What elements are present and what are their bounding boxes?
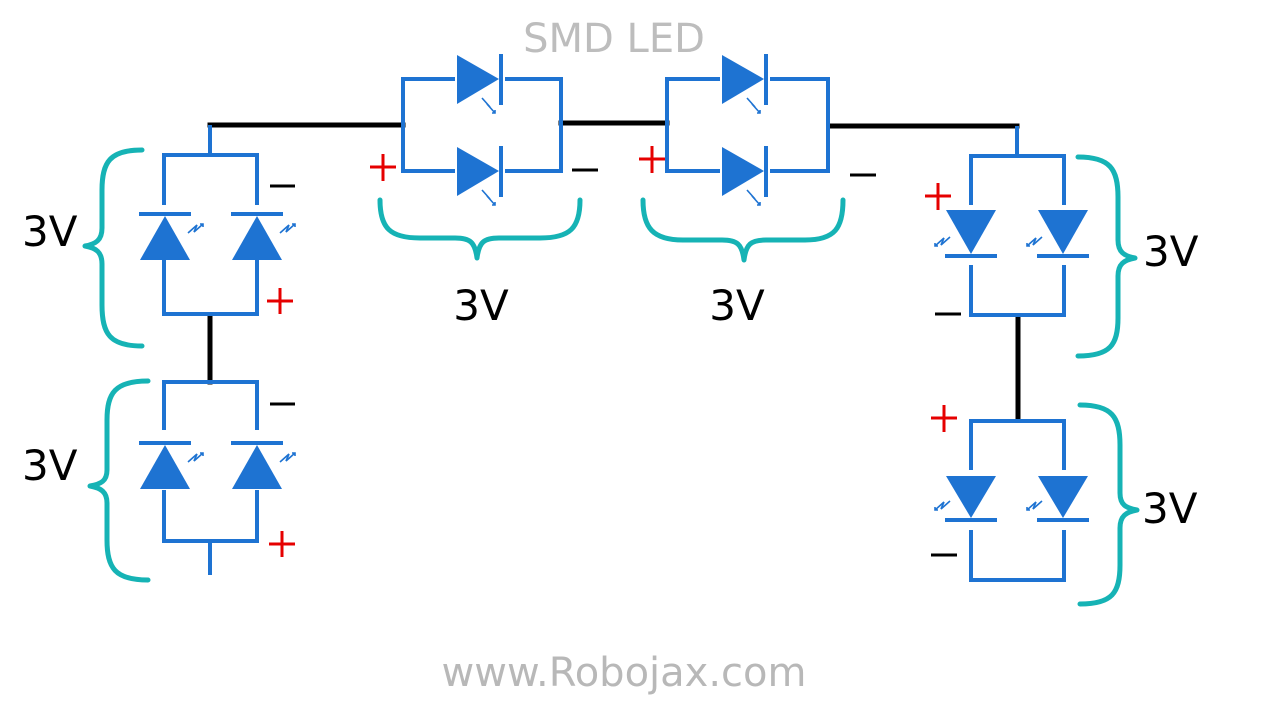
voltage-brace	[377, 197, 583, 261]
plus-sign	[269, 531, 295, 557]
voltage-label: 3V	[22, 441, 78, 490]
led-group-top-right: 3V	[639, 54, 876, 330]
voltage-brace	[87, 378, 151, 583]
led-group-right-top: 3V	[925, 126, 1199, 359]
plus-sign	[267, 288, 293, 314]
led-icon	[1026, 205, 1089, 265]
led-icon	[934, 205, 997, 265]
voltage-brace	[1075, 154, 1138, 359]
voltage-brace	[640, 197, 846, 263]
voltage-label: 3V	[22, 207, 78, 256]
parallel-frame	[401, 77, 563, 173]
voltage-label: 3V	[453, 281, 509, 330]
voltage-brace	[1077, 402, 1140, 607]
plus-sign	[370, 154, 396, 181]
led-icon	[455, 54, 505, 114]
led-icon	[139, 430, 204, 490]
led-icon	[455, 146, 505, 206]
led-group-left-bottom: 3V	[22, 378, 296, 583]
plus-sign	[639, 146, 665, 173]
led-icon	[934, 470, 997, 530]
website-footer: www.Robojax.com	[442, 650, 807, 696]
voltage-label: 3V	[709, 281, 765, 330]
plus-sign	[931, 405, 957, 432]
led-group-top-left: 3V	[370, 54, 598, 330]
led-group-right-bottom: 3V	[931, 402, 1198, 607]
plus-sign	[925, 183, 951, 210]
led-group-left-top: 3V	[22, 125, 296, 349]
parallel-frame	[665, 77, 830, 173]
led-icon	[1026, 470, 1089, 530]
led-icon	[231, 430, 296, 490]
voltage-label: 3V	[1142, 484, 1198, 533]
diagram-title: SMD LED	[523, 16, 705, 62]
interconnect-wires	[207, 120, 1021, 423]
led-icon	[231, 205, 296, 260]
voltage-label: 3V	[1143, 227, 1199, 276]
led-icon	[720, 54, 770, 114]
voltage-brace	[82, 147, 145, 349]
led-icon	[139, 205, 204, 260]
led-icon	[720, 146, 770, 206]
